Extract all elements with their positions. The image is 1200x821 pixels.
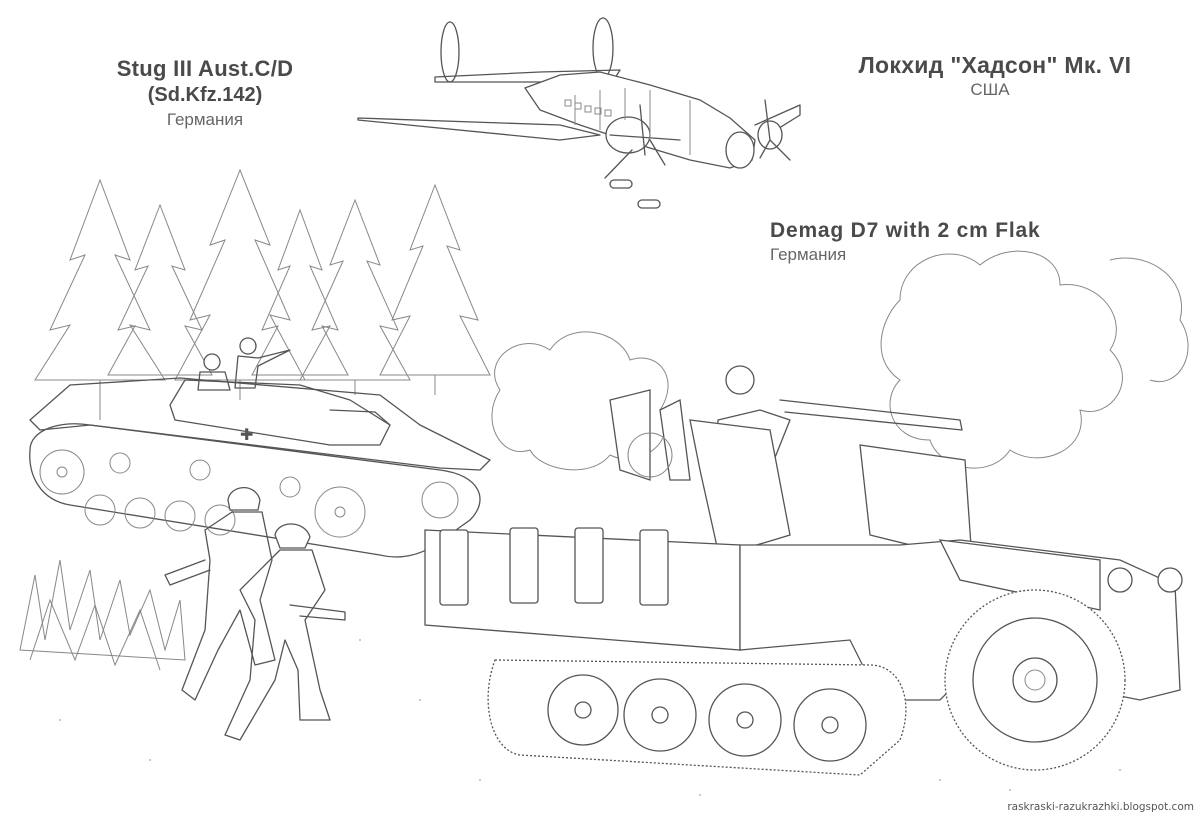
hudson-country: США — [970, 80, 1010, 99]
demag-title: Demag D7 with 2 cm Flak — [770, 219, 1041, 242]
forest-trees — [34, 168, 491, 420]
soldiers — [164, 486, 346, 741]
demag-label: Demag D7 with 2 cm Flak Германия — [770, 217, 1040, 266]
stug-label: Stug III Aust.C/D (Sd.Kfz.142) Германия — [60, 55, 350, 131]
stug-title: Stug III Aust.C/D — [116, 56, 294, 81]
bushes — [19, 559, 186, 671]
demag-country: Германия — [770, 245, 847, 264]
demag-halftrack — [424, 365, 1183, 776]
stug-subtitle: (Sd.Kfz.142) — [147, 84, 263, 106]
stug-country: Германия — [166, 110, 244, 129]
svg-text:✚: ✚ — [240, 427, 253, 444]
smoke-explosions — [491, 250, 1189, 471]
hudson-aircraft — [357, 17, 801, 209]
hudson-label: Локхид "Хадсон" Мк. VI США — [790, 52, 1200, 101]
stug-tank: ✚ — [29, 337, 491, 558]
ground — [59, 639, 1121, 796]
hudson-title: Локхид "Хадсон" Мк. VI — [858, 52, 1132, 78]
source-credit: raskraski-razukrazhki.blogspot.com — [1007, 801, 1194, 813]
